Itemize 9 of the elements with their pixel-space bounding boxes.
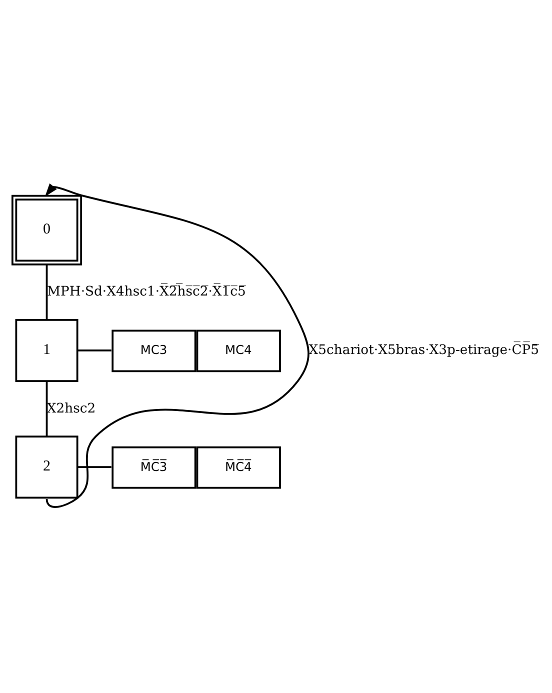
connector (77, 466, 112, 468)
connector (77, 349, 112, 351)
edge-label: X2hsc2 (46, 400, 96, 416)
connector (46, 380, 48, 436)
edge-label: MPH·Sd·X4hsc1·X̅2̅h̅s̅c̅2̅·X̅1̅c̅5̅ (47, 284, 246, 300)
node-box: 1 (15, 318, 78, 382)
node-box: 0 (12, 194, 82, 265)
connector (46, 264, 48, 320)
node-box: 2 (15, 435, 78, 498)
